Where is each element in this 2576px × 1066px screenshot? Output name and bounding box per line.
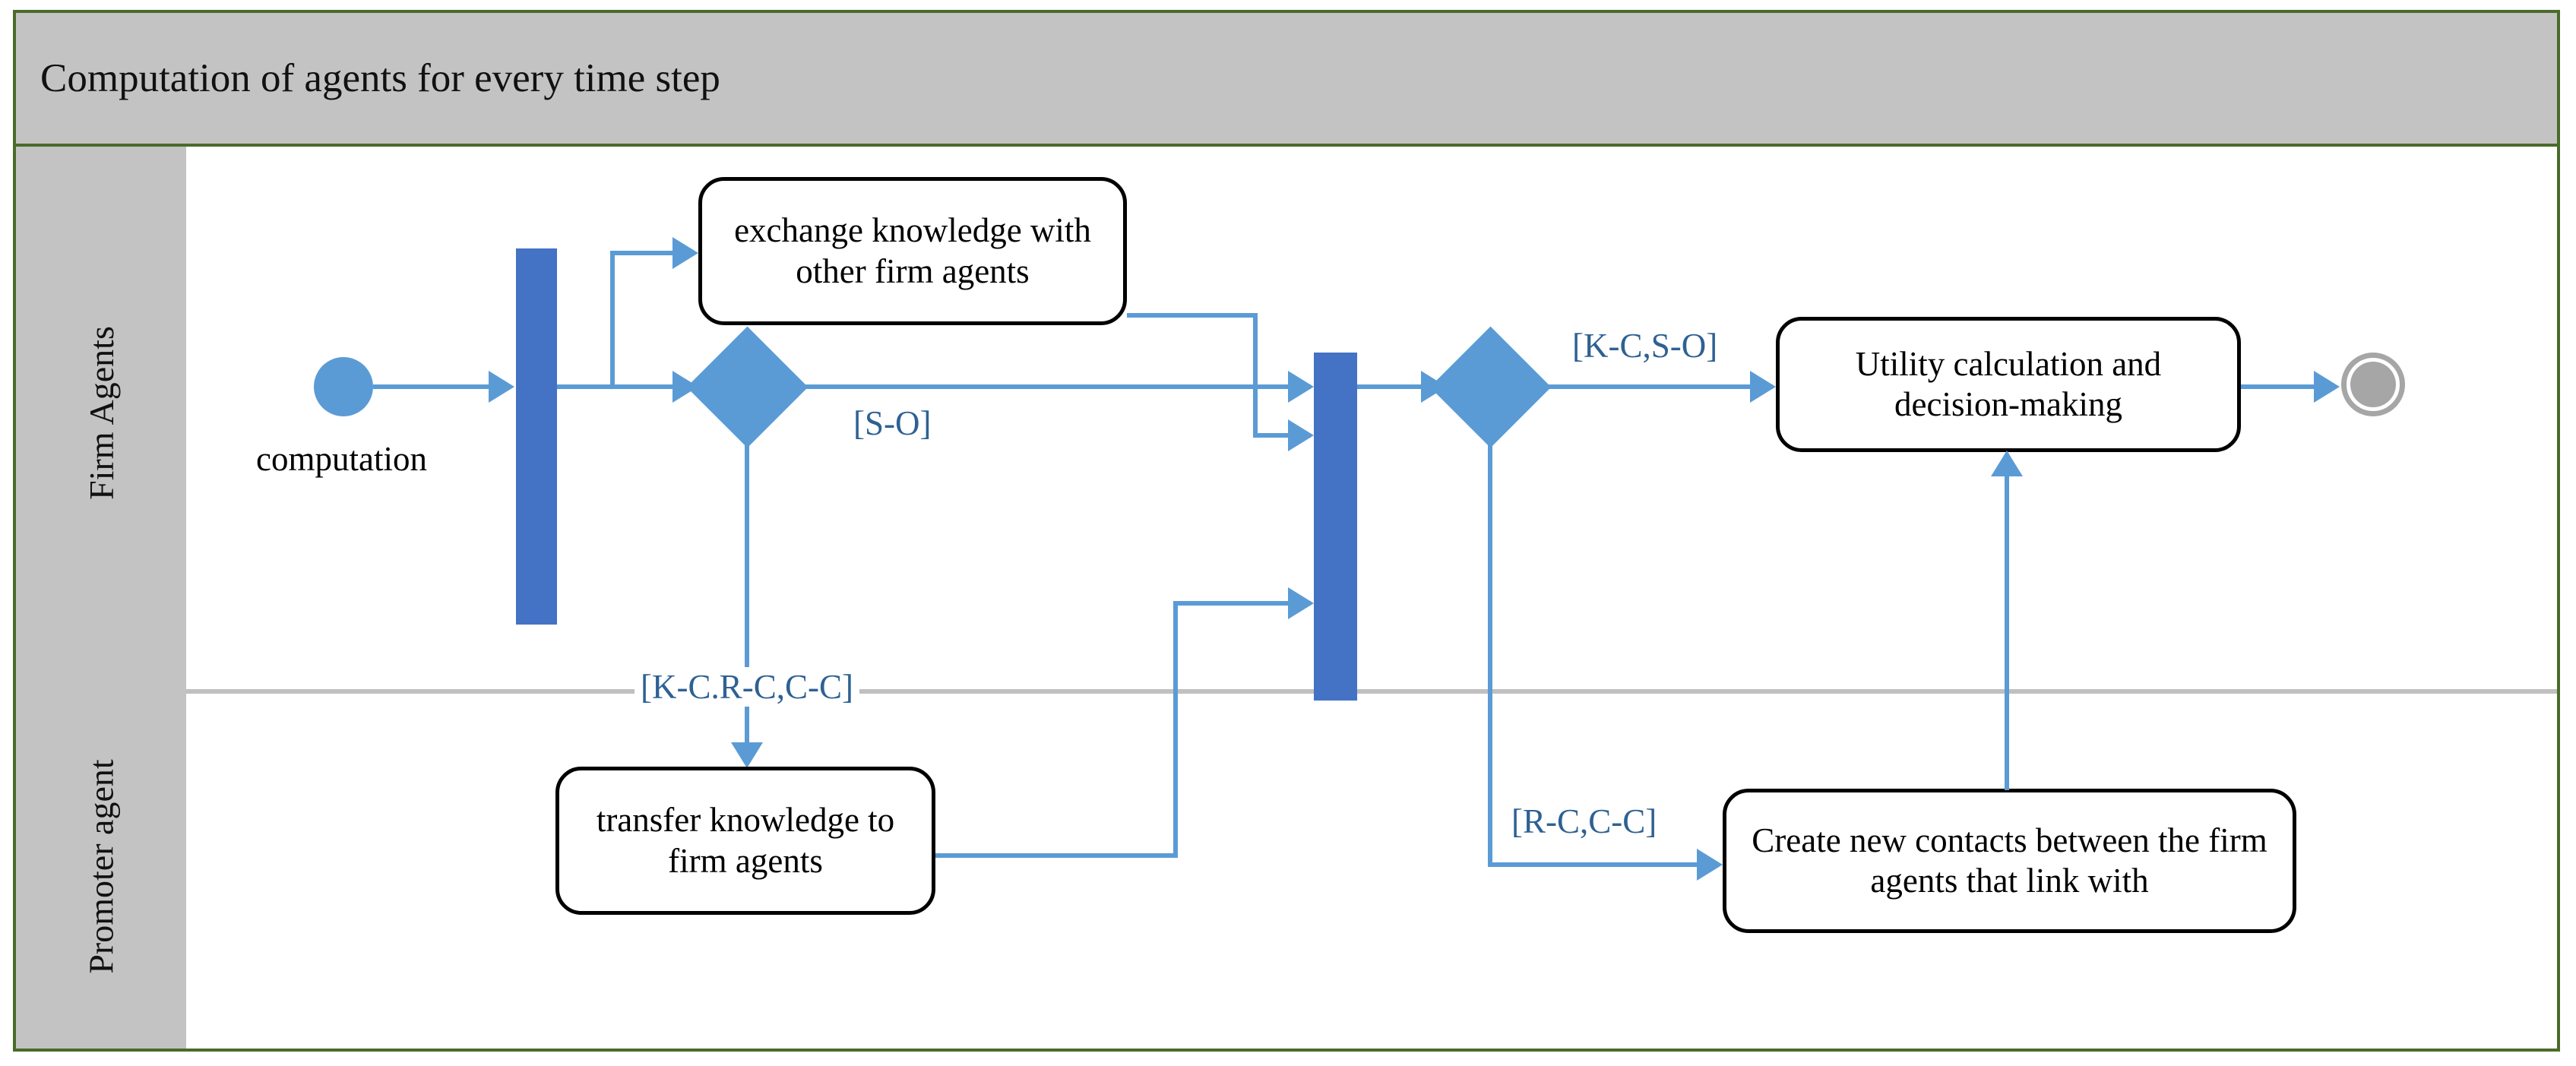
- activity-utility-calculation[interactable]: Utility calculation and decision-making: [1776, 317, 2241, 452]
- flow-transfer-to-join-seg2: [1173, 601, 1178, 858]
- start-node[interactable]: [314, 357, 373, 416]
- page-title: Computation of agents for every time ste…: [40, 56, 720, 100]
- join-bar-1[interactable]: [1314, 353, 1357, 701]
- flow-decision2-to-contacts-arrowhead: [1697, 849, 1723, 881]
- flow-transfer-to-join-seg1: [935, 853, 1178, 858]
- flow-contacts-to-utility: [2005, 454, 2009, 790]
- flow-utility-to-end: [2241, 384, 2335, 389]
- activity-utility-calculation-label: Utility calculation and decision-making: [1855, 344, 2162, 423]
- flow-contacts-to-utility-arrowhead: [1991, 451, 2023, 476]
- flow-transfer-to-join-seg3: [1173, 601, 1311, 606]
- guard-label-so: [S-O]: [847, 403, 938, 443]
- activity-create-new-contacts[interactable]: Create new contacts between the firm age…: [1723, 789, 2296, 933]
- pool-frame: Computation of agents for every time ste…: [13, 10, 2560, 1052]
- lane-divider: [186, 689, 2557, 694]
- flow-fork-to-exchange-seg2: [610, 251, 615, 389]
- diagram-area: computation exchange knowledge with othe…: [186, 147, 2557, 1049]
- flow-transfer-to-join-arrowhead: [1288, 587, 1314, 619]
- flow-start-to-fork: [373, 384, 492, 389]
- flow-exchange-to-join-seg2: [1253, 313, 1258, 438]
- flow-decision1-to-join-arrowhead: [1288, 371, 1314, 403]
- flow-decision1-to-transfer: [745, 428, 749, 747]
- activity-create-new-contacts-label: Create new contacts between the firm age…: [1752, 821, 2267, 900]
- activity-exchange-knowledge[interactable]: exchange knowledge with other firm agent…: [698, 177, 1127, 325]
- flow-decision1-to-transfer-arrowhead: [731, 742, 763, 768]
- lane-label-firm-agents: Firm Agents: [16, 147, 186, 679]
- flow-exchange-to-join-arrowhead: [1288, 419, 1314, 451]
- flow-fork-to-exchange-seg3: [610, 251, 676, 255]
- activity-transfer-knowledge-label: transfer knowledge to firm agents: [596, 801, 895, 880]
- flow-join-to-decision2: [1357, 384, 1447, 389]
- flow-decision2-to-utility-arrowhead: [1750, 371, 1776, 403]
- flow-decision1-to-join: [788, 384, 1311, 389]
- lane-label-column: Firm Agents Promoter agent: [16, 147, 186, 1049]
- start-node-caption: computation: [256, 440, 427, 478]
- end-node-inner-circle: [2350, 362, 2396, 407]
- lane-label-promoter-agent: Promoter agent: [16, 679, 186, 1055]
- lane-label-promoter-agent-text: Promoter agent: [81, 759, 121, 974]
- fork-bar-1[interactable]: [516, 248, 557, 625]
- flow-exchange-to-join-seg3: [1253, 433, 1311, 438]
- activity-exchange-knowledge-label: exchange knowledge with other firm agent…: [734, 211, 1091, 290]
- flow-exchange-to-join-seg1: [1127, 313, 1258, 318]
- flow-fork-to-exchange-arrowhead: [672, 237, 698, 269]
- activity-transfer-knowledge[interactable]: transfer knowledge to firm agents: [555, 767, 935, 915]
- lane-label-firm-agents-text: Firm Agents: [81, 325, 121, 500]
- guard-label-kc-so: [K-C,S-O]: [1566, 326, 1724, 365]
- flow-utility-to-end-arrowhead: [2314, 371, 2340, 403]
- flow-fork-to-decision1: [557, 384, 682, 389]
- flow-decision2-to-contacts-seg1: [1488, 428, 1492, 867]
- flow-decision2-to-contacts-seg2: [1488, 862, 1717, 867]
- flow-start-to-fork-arrowhead: [489, 371, 514, 403]
- guard-label-rc-cc: [R-C,C-C]: [1505, 802, 1663, 841]
- flow-decision2-to-utility: [1532, 384, 1773, 389]
- guard-label-kc-rc-cc: [K-C.R-C,C-C]: [635, 667, 859, 707]
- pool-header: Computation of agents for every time ste…: [16, 13, 2557, 147]
